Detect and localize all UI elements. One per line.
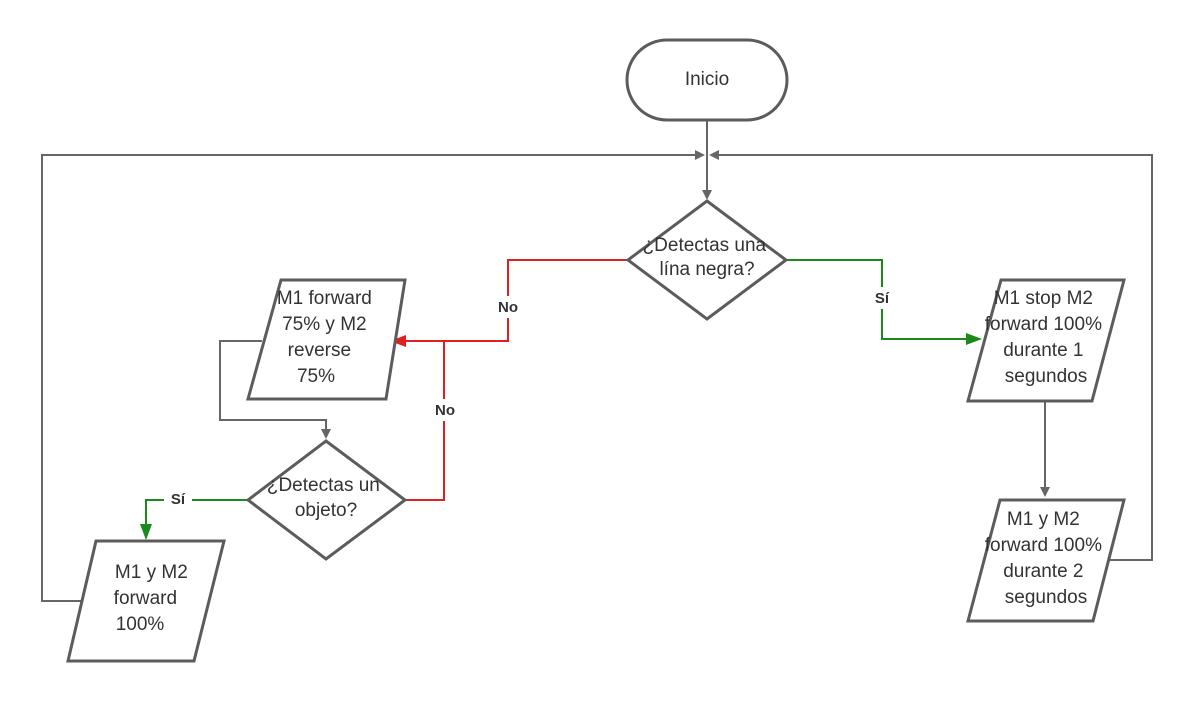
action-forward-2s-label-line: M1 y M2 (1007, 509, 1080, 530)
action-forward-object-label-line: 100% (116, 614, 165, 635)
start-terminator (625, 38, 789, 122)
edge-label-object-no: No (435, 402, 455, 419)
action-turn-label-line: 75% (297, 366, 335, 387)
edge-label-bg (164, 488, 192, 510)
decision-object-label: ¿Detectas un objeto? (267, 475, 385, 521)
action-turn-parallelogram (246, 278, 407, 401)
action-turn-label-line: reverse (288, 340, 351, 361)
action-forward-object-label-line: M1 y M2 (115, 562, 188, 583)
action-forward-2s-label-line: forward 100% (985, 535, 1102, 556)
edge-label-bg (428, 399, 462, 421)
decision-line-label-line: lína negra? (659, 259, 754, 280)
action-stop-parallelogram (966, 278, 1126, 403)
action-stop-label-line: M1 stop M2 (994, 288, 1093, 309)
decision-object-label-line: objeto? (295, 500, 357, 521)
edge-label-line-yes: Sí (875, 290, 890, 307)
edge-label-bg (868, 287, 896, 309)
action-forward-2s-label: M1 y M2 forward 100% durante 2 segundos (985, 509, 1108, 608)
connector-turn-to-object-decision (219, 340, 331, 439)
connector-loop-right (709, 150, 1153, 561)
action-forward-object-label-line: forward (114, 588, 177, 609)
action-turn-label: M1 forward 75% y M2 reverse 75% (277, 288, 377, 387)
start-label: Inicio (685, 69, 729, 90)
connector-object-no (405, 341, 445, 501)
action-turn-label-line: M1 forward (277, 288, 372, 309)
action-stop-label-line: segundos (1005, 366, 1087, 387)
start-label-line: Inicio (685, 69, 729, 90)
decision-line-diamond (625, 199, 789, 321)
decision-object-label-line: ¿Detectas un (267, 475, 380, 496)
decision-line-label: ¿Detectas una lína negra? (643, 235, 772, 280)
action-forward-2s-parallelogram (966, 498, 1126, 623)
edge-label-object-yes: Sí (171, 491, 186, 508)
action-forward-object-parallelogram (66, 539, 226, 663)
action-stop-label-line: forward 100% (985, 314, 1102, 335)
action-forward-2s-label-line: durante 2 (1003, 561, 1083, 582)
action-stop-label: M1 stop M2 forward 100% durante 1 segund… (985, 288, 1108, 387)
connector-object-yes (140, 499, 248, 540)
action-forward-2s-label-line: segundos (1005, 587, 1087, 608)
action-stop-label-line: durante 1 (1003, 340, 1083, 361)
decision-object-diamond (245, 439, 408, 561)
action-forward-object-label: M1 y M2 forward 100% (114, 562, 193, 635)
decision-line-label-line: ¿Detectas una (643, 235, 767, 256)
edge-label-line-no: No (498, 299, 518, 316)
connector-loop-left (41, 150, 705, 602)
edge-label-bg (491, 296, 525, 318)
action-turn-label-line: 75% y M2 (282, 314, 366, 335)
